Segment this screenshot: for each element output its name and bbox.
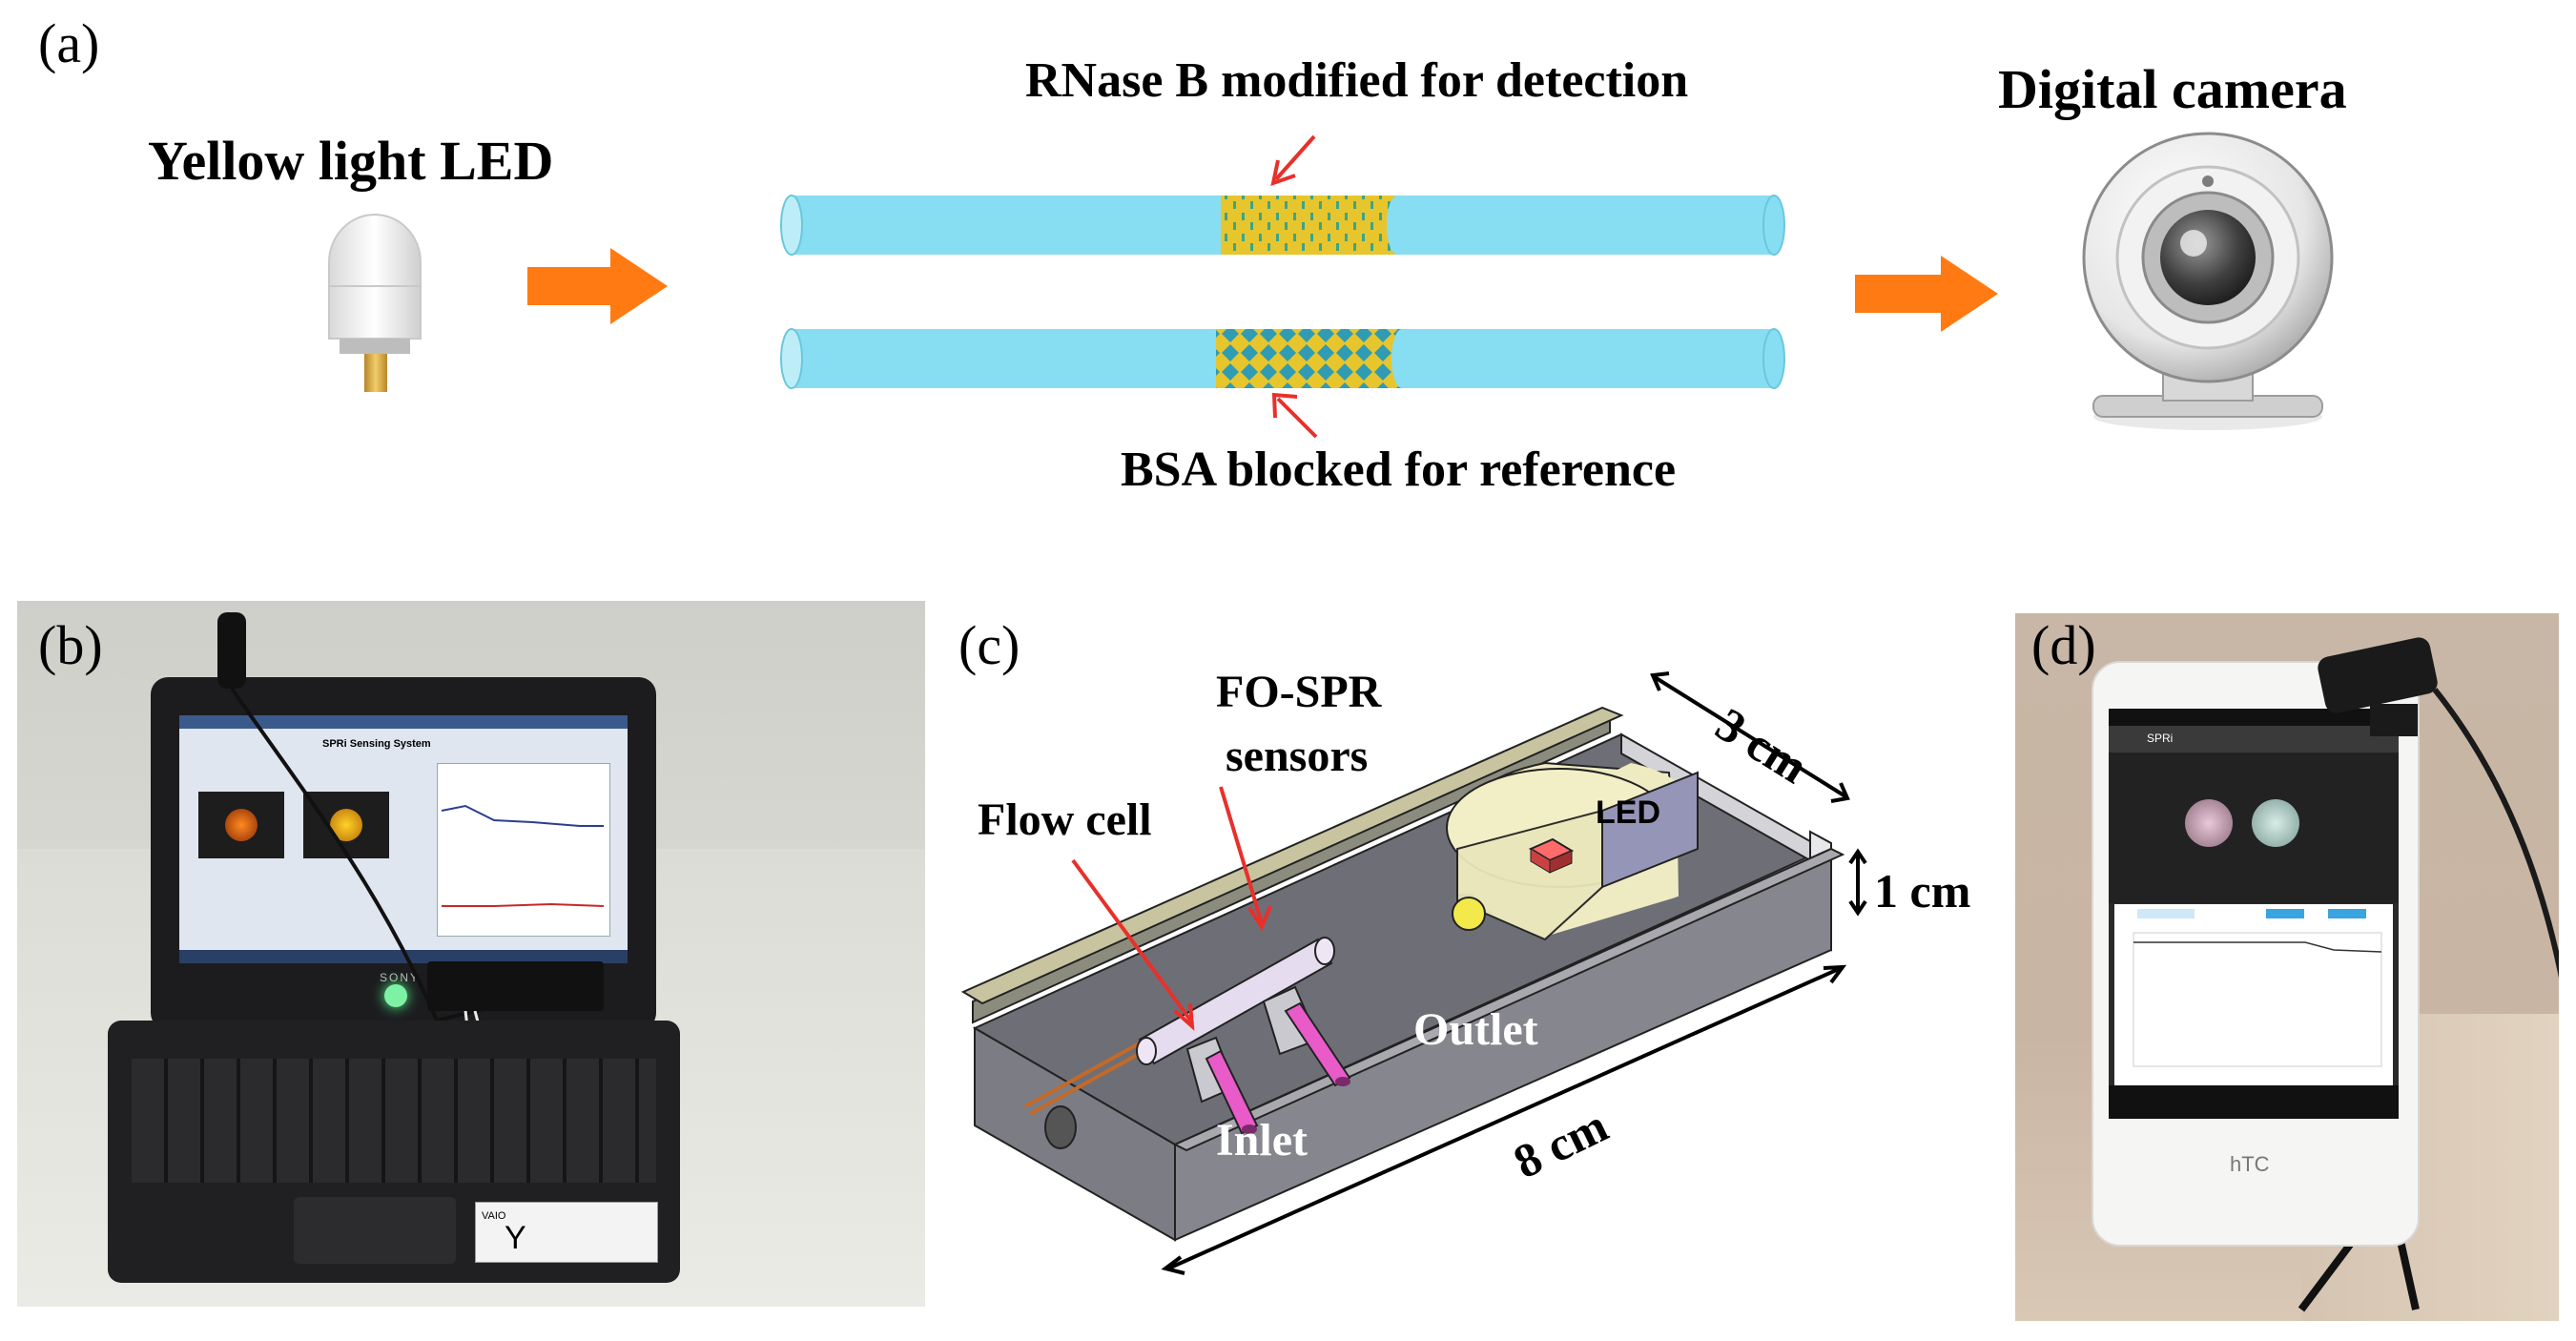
flow-cell-diagram [960,671,1867,1275]
panel-c-letter: (c) [958,614,1020,676]
panel-d-letter: (d) [2031,614,2096,676]
dimension-arrows [1161,671,1867,1275]
laptop-photo: SPRi Sensing System SONY VAIO Y [17,601,925,1307]
phone-brand: hTC [2230,1152,2270,1176]
ref-label: BSA blocked for reference [1121,443,1677,497]
phone-screen: SPRi [2109,709,2399,1119]
arrow-led-to-fiber [527,248,668,324]
flow-cell-label: Flow cell [978,794,1152,845]
dim-height-label: 1 cm [1874,864,1971,918]
laptop-brand: SONY [380,971,421,984]
vaio-sticker: VAIO Y [475,1202,658,1263]
detect-label: RNase B modified for detection [1025,53,1689,108]
flow-cell-tube [1136,937,1335,1065]
led-box-label: LED [1596,794,1660,831]
camera-label: Digital camera [1998,58,2347,120]
sensors-label-2: sensors [1226,731,1369,781]
phone-photo: SPRi hTC [2015,613,2559,1321]
inlet-label: Inlet [1216,1115,1308,1166]
laptop-screen: SPRi Sensing System [179,715,628,963]
fiber-detection [780,195,1785,256]
sensors-label-1: FO-SPR [1216,667,1382,717]
outlet-label: Outlet [1413,1004,1538,1055]
panel-a-letter: (a) [38,12,100,74]
fiber-reference [780,328,1785,389]
pointer-flow-cell [1071,858,1195,1031]
sensor-box [427,961,604,1011]
app-title: SPRi [2147,732,2174,745]
panel-b-letter: (b) [38,614,103,676]
pointer-sensors [1219,786,1272,932]
pointer-ref [1271,392,1318,439]
led-icon [328,214,422,392]
screen-title: SPRi Sensing System [322,738,431,750]
webcam-icon [2082,132,2334,430]
led-housing [1446,761,1699,941]
panel-a-drawing [328,132,2334,439]
pointer-detect [1270,134,1316,187]
arrow-fiber-to-camera [1855,256,1998,332]
clip-webcam [217,612,246,689]
led-label: Yellow light LED [148,130,554,192]
